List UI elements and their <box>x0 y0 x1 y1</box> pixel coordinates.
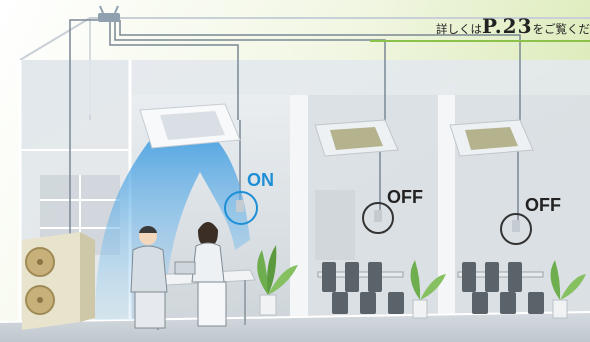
room1-status-label: ON <box>247 171 274 189</box>
room3-status-label: OFF <box>525 196 561 214</box>
laptop-icon <box>175 262 195 274</box>
reference-note: 詳しくはP.23をご覧くだ <box>436 14 590 38</box>
reference-suffix: をご覧くだ <box>533 22 590 36</box>
ceiling-cassette-ac-icon <box>140 104 240 148</box>
room3-switch-highlight <box>500 213 532 245</box>
reference-page: P.23 <box>482 14 533 38</box>
room2-switch-highlight <box>362 202 394 234</box>
room1-switch-highlight <box>224 191 258 225</box>
ceiling-cassette-ac-icon <box>450 120 533 156</box>
room2-status-label: OFF <box>387 188 423 206</box>
outdoor-unit-icon <box>22 232 95 330</box>
reference-underline <box>370 40 590 42</box>
reference-prefix: 詳しくは <box>436 22 482 36</box>
ceiling-cassette-ac-icon <box>315 120 398 156</box>
